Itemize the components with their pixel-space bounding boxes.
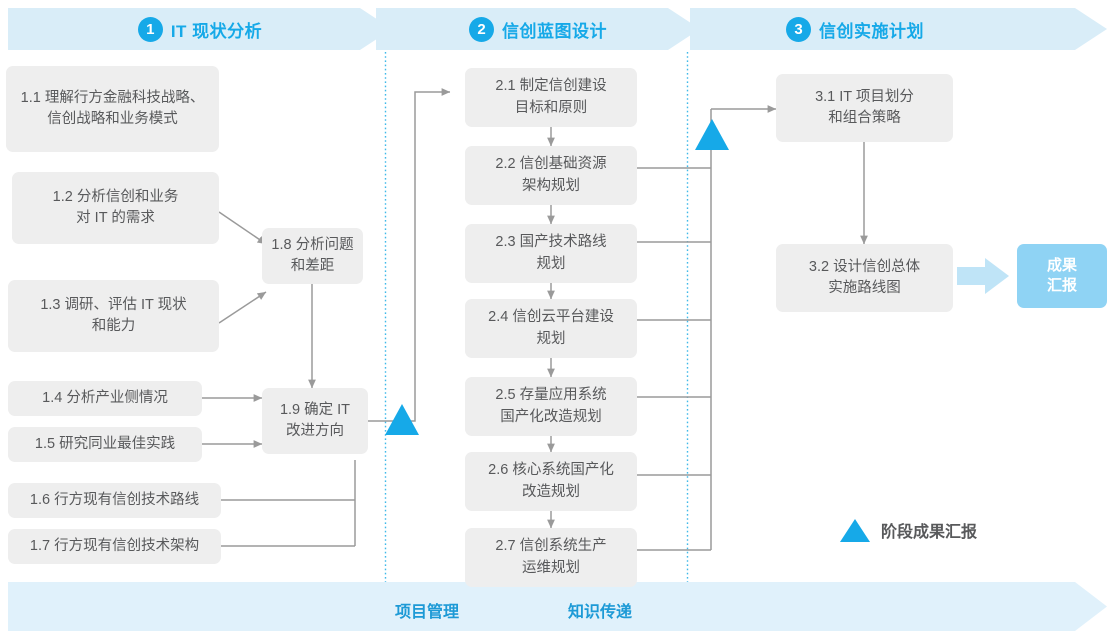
task-box-1-8[interactable]: 1.8 分析问题 和差距 <box>262 228 363 284</box>
footer-label-knowledge-transfer: 知识传递 <box>568 604 633 621</box>
task-box-1-5[interactable]: 1.5 研究同业最佳实践 <box>8 427 202 462</box>
task-box-1-7[interactable]: 1.7 行方现有信创技术架构 <box>8 529 221 564</box>
task-box-1-1[interactable]: 1.1 理解行方金融科技战略、 信创战略和业务模式 <box>6 66 219 152</box>
legend-label: 阶段成果汇报 <box>881 524 978 541</box>
phase-number-2: 2 <box>469 16 494 42</box>
task-box-3-1[interactable]: 3.1 IT 项目划分 和组合策略 <box>776 74 953 142</box>
result-arrow-icon <box>957 258 1009 294</box>
legend-milestone: 阶段成果汇报 <box>840 518 977 542</box>
phase-title-3: 信创实施计划 <box>819 21 924 41</box>
task-box-1-6[interactable]: 1.6 行方现有信创技术路线 <box>8 483 221 518</box>
task-box-2-4[interactable]: 2.4 信创云平台建设 规划 <box>465 299 637 358</box>
phase-header-1[interactable]: 1 IT 现状分析 <box>8 8 392 50</box>
task-box-2-7[interactable]: 2.7 信创系统生产 运维规划 <box>465 528 637 587</box>
result-badge[interactable]: 成果 汇报 <box>1017 244 1107 308</box>
milestone-triangle-phase2 <box>695 119 729 150</box>
task-box-1-3[interactable]: 1.3 调研、评估 IT 现状 和能力 <box>8 280 219 352</box>
task-box-2-1[interactable]: 2.1 制定信创建设 目标和原则 <box>465 68 637 127</box>
phase2-to-phase3-bus <box>637 105 777 551</box>
task-box-2-5[interactable]: 2.5 存量应用系统 国产化改造规划 <box>465 377 637 436</box>
task-box-1-9[interactable]: 1.9 确定 IT 改进方向 <box>262 388 368 454</box>
phase-title-2: 信创蓝图设计 <box>502 21 607 41</box>
triangle-icon <box>840 518 870 542</box>
task-box-3-2[interactable]: 3.2 设计信创总体 实施路线图 <box>776 244 953 312</box>
milestone-triangle-phase1 <box>385 404 419 435</box>
phase1-to-phase2-connector <box>368 88 451 422</box>
task-box-2-2[interactable]: 2.2 信创基础资源 架构规划 <box>465 146 637 205</box>
phase-header-2[interactable]: 2 信创蓝图设计 <box>376 8 700 50</box>
phase-header-3[interactable]: 3 信创实施计划 <box>690 8 1020 50</box>
phase-number-1: 1 <box>137 16 163 42</box>
footer-label-project-management: 项目管理 <box>395 604 460 621</box>
footer-ribbon-shape <box>8 582 1107 631</box>
phase-number-3: 3 <box>786 16 811 42</box>
task-box-2-6[interactable]: 2.6 核心系统国产化 改造规划 <box>465 452 637 511</box>
task-box-1-4[interactable]: 1.4 分析产业侧情况 <box>8 381 202 416</box>
phase-title-1: IT 现状分析 <box>170 21 263 41</box>
task-box-2-3[interactable]: 2.3 国产技术路线 规划 <box>465 224 637 283</box>
task-box-1-2[interactable]: 1.2 分析信创和业务 对 IT 的需求 <box>12 172 219 244</box>
